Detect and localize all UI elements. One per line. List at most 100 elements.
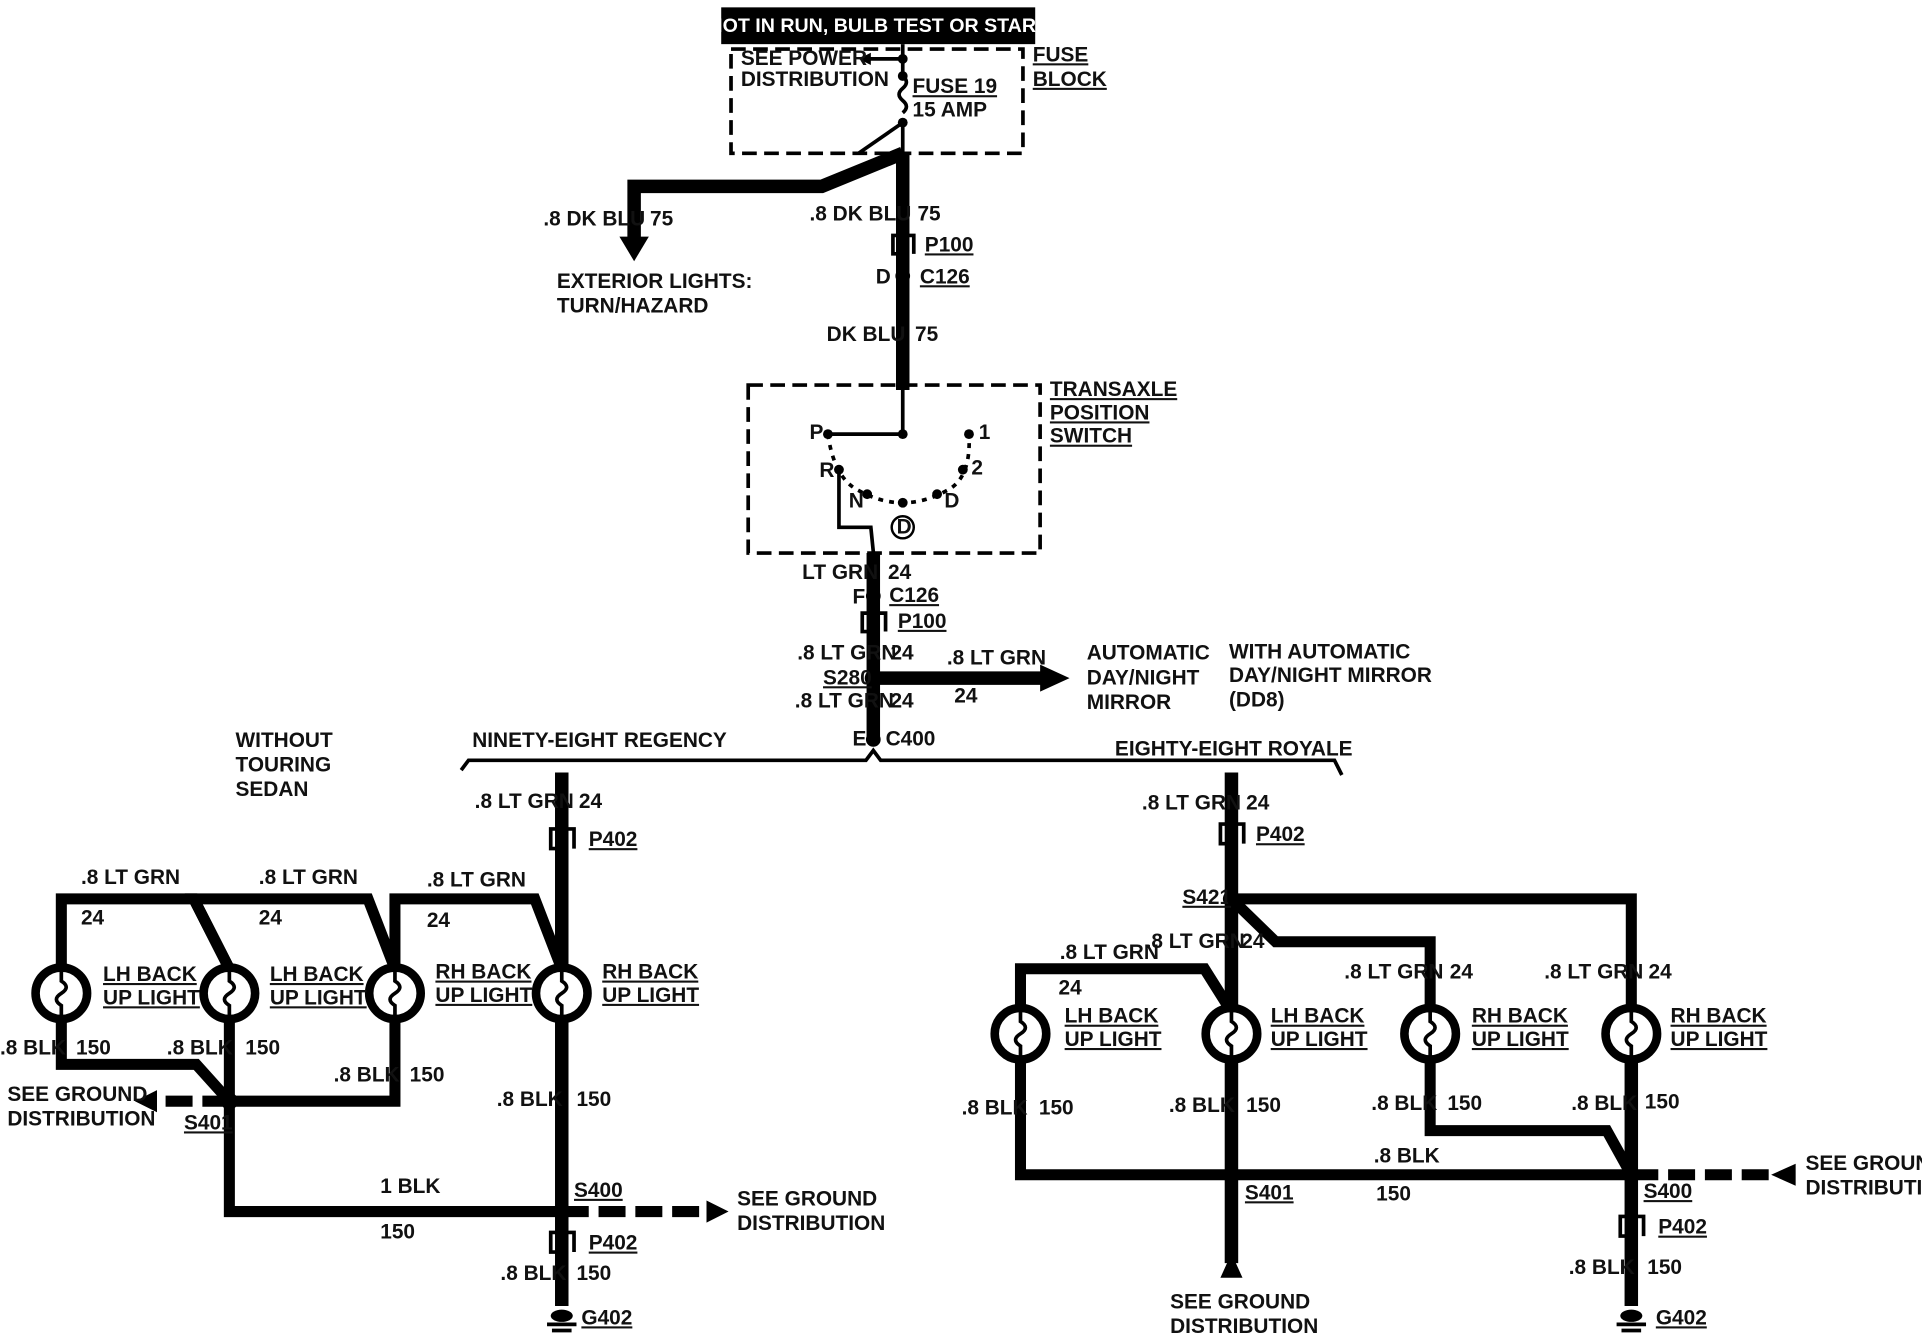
- switch-label: SWITCH: [1050, 425, 1132, 448]
- left-see-ground-right-label-2: DISTRIBUTION: [737, 1212, 885, 1235]
- right-s401-label: S401: [1245, 1181, 1294, 1204]
- right-c150-4-label: 150: [1645, 1091, 1680, 1114]
- exterior-lights-label: EXTERIOR LIGHTS:: [557, 270, 753, 293]
- left-circ-b-label: 24: [259, 907, 283, 930]
- dd8-note: (DD8): [1229, 688, 1285, 711]
- p100-label-2: P100: [898, 610, 947, 633]
- e-pin-label: E: [852, 728, 866, 751]
- transaxle-position-switch: P R N D 2 1 D TRANSAXLE POSITION SWITCH: [746, 378, 1177, 555]
- right-wire-c-label: .8 LT GRN: [1344, 961, 1443, 984]
- right-see-ground-bottom-label: SEE GROUND: [1170, 1290, 1310, 1313]
- backup-lamp-icon: [1601, 1003, 1662, 1064]
- right-blk5-label: .8 BLK: [1374, 1145, 1440, 1168]
- right-circ-a-label: 24: [1059, 977, 1083, 1000]
- fuse-rating: 15 AMP: [913, 98, 988, 121]
- left-p402b-label: P402: [589, 1232, 638, 1255]
- pos-r-label: R: [819, 459, 834, 482]
- c126-label-2: C126: [889, 584, 939, 607]
- hot-label: HOT IN RUN, BULB TEST OR START: [708, 15, 1048, 37]
- left-lamp2-label: LH BACK: [270, 963, 364, 986]
- left-lamp2-label-2: UP LIGHT: [270, 986, 367, 1009]
- left-see-ground-label-2: DISTRIBUTION: [7, 1108, 155, 1131]
- lt-grn-circuit-label-2: 24: [890, 642, 914, 665]
- right-wire-a-label: .8 LT GRN: [1060, 941, 1159, 964]
- pos-1-label: 1: [979, 421, 991, 444]
- right-blk2-label: .8 BLK: [1169, 1094, 1235, 1117]
- s280-label: S280: [823, 666, 872, 689]
- see-power-label: SEE POWER: [741, 47, 867, 70]
- left-blk1-label: .8 BLK: [0, 1037, 66, 1060]
- dk-blu-wire-label-2: DK BLU: [827, 323, 906, 346]
- left-wire-c-label: .8 LT GRN: [427, 869, 526, 892]
- backup-lamp-icon: [364, 963, 425, 1024]
- right-blk6-label: .8 BLK: [1569, 1256, 1635, 1279]
- right-c150-1-label: 150: [1039, 1097, 1074, 1120]
- f-pin-label: F: [852, 585, 865, 608]
- left-lamp1-label: LH BACK: [103, 963, 197, 986]
- left-blk5-label: .8 BLK: [500, 1262, 566, 1285]
- left-s400-label: S400: [574, 1179, 623, 1202]
- right-lamp1-label: LH BACK: [1065, 1005, 1159, 1028]
- exterior-lights-wire: [627, 147, 906, 240]
- right-wire-d-label: .8 LT GRN: [1544, 961, 1643, 984]
- right-feed-circuit-label: 24: [1246, 791, 1270, 814]
- left-wire-a-label: .8 LT GRN: [81, 866, 180, 889]
- pos-p-label: P: [810, 421, 824, 444]
- fuse-block: SEE POWER DISTRIBUTION FUSE 19 15 AMP FU…: [729, 43, 1107, 156]
- right-p402-label: P402: [1256, 823, 1305, 846]
- arrow-left-icon: [1771, 1163, 1796, 1186]
- left-c150-3-label: 150: [410, 1064, 445, 1087]
- right-c150-3-label: 150: [1447, 1092, 1482, 1115]
- left-circ-c-label: 24: [427, 909, 451, 932]
- left-p402-label: P402: [589, 828, 638, 851]
- arrow-right-icon: [706, 1200, 729, 1223]
- pos-od-label: D: [897, 515, 912, 538]
- c126-label: C126: [920, 265, 970, 288]
- left-blk4-label: .8 BLK: [497, 1088, 563, 1111]
- left-s401-label: S401: [184, 1111, 233, 1134]
- left-circ-a-label: 24: [81, 907, 105, 930]
- ninety-eight-regency-circuit: .8 LT GRN 24 P402 .8 LT GRN 24 .8 LT GRN…: [0, 772, 885, 1333]
- pos-d-label: D: [944, 490, 959, 513]
- one-blk-label: 1 BLK: [380, 1175, 440, 1198]
- right-lamp4-label-2: UP LIGHT: [1671, 1028, 1768, 1051]
- right-lamp3-label-2: UP LIGHT: [1472, 1028, 1569, 1051]
- right-wire-b-label: .8 LT GRN: [1146, 930, 1245, 953]
- transaxle-label: TRANSAXLE: [1050, 378, 1177, 401]
- arrow-right-icon: [1040, 664, 1070, 692]
- eighty-eight-royale-circuit: .8 LT GRN 24 P402 S421 .8 LT GRN 24 .8 L…: [962, 772, 1922, 1338]
- backup-lamp-icon: [1400, 1003, 1461, 1064]
- with-automatic-note: WITH AUTOMATIC: [1229, 641, 1410, 664]
- left-lamp3-label-2: UP LIGHT: [435, 984, 532, 1007]
- lt-grn-wire-label: LT GRN: [802, 561, 878, 584]
- dk-blu-circuit-label: 75: [917, 203, 940, 226]
- mirror-circuit-label: 24: [954, 685, 978, 708]
- left-lamp3-label: RH BACK: [435, 961, 531, 984]
- exterior-wire-label: .8 DK BLU: [543, 208, 645, 231]
- mirror-label: MIRROR: [1087, 691, 1171, 714]
- right-p402b-label: P402: [1658, 1216, 1707, 1239]
- right-g402-label: G402: [1656, 1306, 1707, 1329]
- arrow-left-icon: [858, 52, 871, 65]
- left-see-ground-right-label: SEE GROUND: [737, 1187, 877, 1210]
- left-wire-b-label: .8 LT GRN: [259, 866, 358, 889]
- lt-grn-circuit-label-3: 24: [890, 690, 914, 713]
- backup-lamp-icon: [990, 1003, 1051, 1064]
- right-blk3-label: .8 BLK: [1371, 1092, 1437, 1115]
- right-lamp2-label: LH BACK: [1271, 1005, 1365, 1028]
- left-lamp1-label-2: UP LIGHT: [103, 986, 200, 1009]
- right-lamp2-label-2: UP LIGHT: [1271, 1028, 1368, 1051]
- lt-grn-wire-label-2: .8 LT GRN: [797, 642, 896, 665]
- arrow-up-icon: [1220, 1253, 1243, 1278]
- left-lamp4-label-2: UP LIGHT: [602, 984, 699, 1007]
- d-pin-label: D: [876, 265, 891, 288]
- fuse-name: FUSE 19: [913, 75, 998, 98]
- automatic-label: AUTOMATIC: [1087, 642, 1210, 665]
- day-night-label: DAY/NIGHT: [1087, 666, 1200, 689]
- p100-label: P100: [925, 233, 974, 256]
- ground-icon: [547, 1309, 577, 1333]
- s401-splice: [1222, 1166, 1241, 1184]
- variant-brace: [459, 747, 1344, 776]
- exterior-circuit-label: 75: [650, 208, 673, 231]
- sedan-label: SEDAN: [235, 778, 308, 801]
